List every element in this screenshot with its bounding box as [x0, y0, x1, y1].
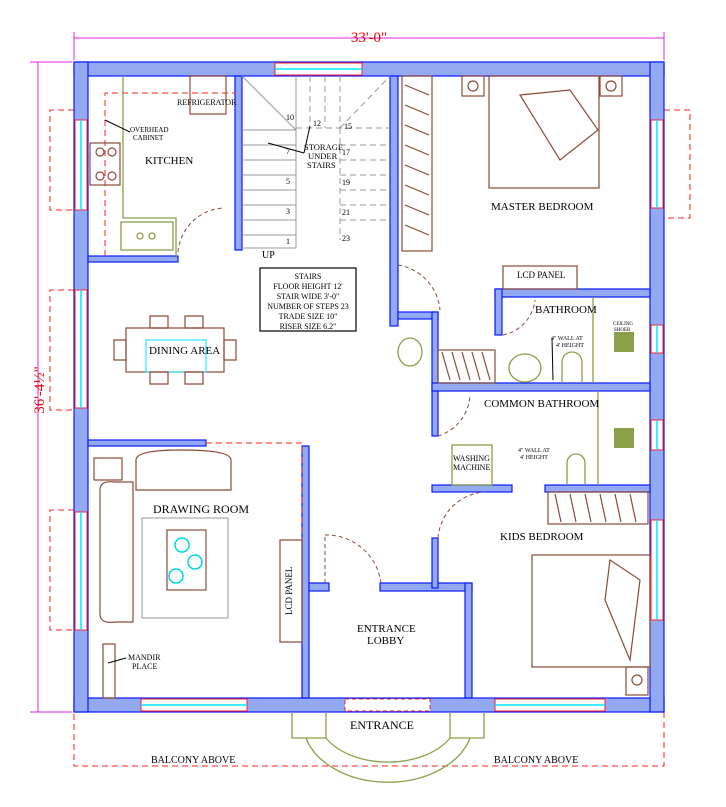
bathroom: BATHROOM CEILING SHOER 4" WALL AT 4' HEI…	[397, 297, 634, 384]
lcd-panel-label: LCD PANEL	[517, 270, 565, 280]
height-label: 36'-4½"	[32, 366, 48, 414]
kids-bedroom: KIDS BEDROOM	[437, 491, 651, 696]
step-15: 15	[344, 122, 352, 131]
step-3: 3	[286, 207, 290, 216]
stove-icon	[89, 142, 121, 186]
projection-outline	[49, 109, 691, 631]
kitchen-label: KITCHEN	[145, 155, 193, 167]
overhead-cabinet-label: OVERHEAD	[130, 126, 169, 134]
kitchen: REFRIGERATOR OVERHEAD CABINET KITCHEN	[89, 75, 237, 258]
up-label: UP	[262, 250, 275, 261]
dining-area-label: DINING AREA	[149, 345, 220, 357]
step-5: 5	[286, 177, 290, 186]
refrigerator-icon	[189, 75, 227, 115]
wall-note-2: 4' HEIGHT	[520, 455, 548, 461]
refrigerator-label: REFRIGERATOR	[177, 98, 237, 107]
overhead-cabinet-label-2: CABINET	[133, 134, 164, 142]
washing-machine-label-2: MACHINE	[453, 463, 490, 472]
bed-icon	[531, 554, 651, 668]
kids-bedroom-label: KIDS BEDROOM	[500, 531, 584, 543]
lcd-panel-icon	[502, 265, 578, 290]
step-19: 19	[342, 178, 350, 187]
mandir-icon	[102, 643, 116, 699]
note-line: NUMBER OF STEPS 23	[267, 302, 349, 311]
note-line: RISER SIZE 6.2"	[280, 322, 337, 331]
coffee-table-icon	[166, 529, 207, 591]
storage-label: STORAGE	[304, 142, 343, 152]
sofa-icon	[99, 449, 232, 623]
wardrobe-icon	[401, 75, 433, 252]
note-line: STAIRS	[295, 272, 322, 281]
note-line: TRADE SIZE 10"	[279, 312, 338, 321]
step-21: 21	[342, 208, 350, 217]
mandir-label: MANDIR	[128, 653, 161, 662]
dining-area: DINING AREA	[113, 315, 303, 580]
common-bathroom-label: COMMON BATHROOM	[484, 398, 599, 410]
ceiling-shower-label-2: SHOER	[614, 328, 631, 333]
step-10: 10	[286, 113, 294, 122]
washing-machine-label: WASHING	[453, 454, 490, 463]
washbasin-icon	[397, 337, 423, 367]
storage-label-3: STAIRS	[307, 160, 336, 170]
drawing-room: DRAWING ROOM LCD PANEL MANDIR PLACE	[93, 449, 303, 699]
drawing-room-label: DRAWING ROOM	[153, 502, 249, 516]
lcd-panel-icon	[279, 539, 303, 643]
lcd-panel-vertical-label: LCD PANEL	[284, 567, 294, 615]
staircase: 10 7 5 3 1 12 15 17 19 21 23 STORAGE UND…	[241, 75, 391, 261]
master-bedroom: MASTER BEDROOM LCD PANEL	[397, 75, 623, 311]
step-12: 12	[313, 119, 321, 128]
note-line: FLOOR HEIGHT 12'	[273, 282, 343, 291]
windows	[74, 62, 664, 712]
entrance-lobby-label: ENTRANCE	[357, 623, 416, 635]
step-23: 23	[342, 234, 350, 243]
wall-note: 4" WALL AT	[551, 336, 583, 342]
entrance-steps: ENTRANCE	[291, 712, 485, 783]
bathroom-label: BATHROOM	[535, 304, 597, 316]
wall-note-2: 4' HEIGHT	[556, 343, 584, 349]
mandir-label-2: PLACE	[132, 662, 157, 671]
kitchen-door-swing	[177, 207, 225, 253]
step-17: 17	[342, 148, 350, 157]
bed-icon	[488, 75, 600, 189]
sink-icon	[120, 221, 174, 251]
washing-machine-icon	[451, 444, 493, 486]
stairs-note: STAIRS FLOOR HEIGHT 12' STAIR WIDE 3'-0"…	[259, 267, 357, 332]
wall-note: 4" WALL AT	[518, 448, 550, 454]
width-dimension: 33'-0"	[73, 30, 665, 60]
entrance-lobby-label-2: LOBBY	[367, 635, 404, 647]
master-bedroom-label: MASTER BEDROOM	[491, 201, 594, 213]
common-bathroom: COMMON BATHROOM WASHING MACHINE 4" WALL …	[437, 391, 634, 486]
width-label: 33'-0"	[351, 30, 387, 46]
entrance-label: ENTRANCE	[350, 718, 414, 732]
step-1: 1	[286, 237, 290, 246]
height-dimension: 36'-4½"	[30, 61, 72, 713]
note-line: STAIR WIDE 3'-0"	[277, 292, 340, 301]
balcony-left-label: BALCONY ABOVE	[151, 755, 235, 766]
ceiling-shower-label: CEILING	[613, 322, 633, 327]
balcony-right-label: BALCONY ABOVE	[494, 755, 578, 766]
storage-label-2: UNDER	[308, 151, 338, 161]
entrance-lobby: ENTRANCE LOBBY	[324, 534, 416, 647]
step-7: 7	[286, 147, 290, 156]
